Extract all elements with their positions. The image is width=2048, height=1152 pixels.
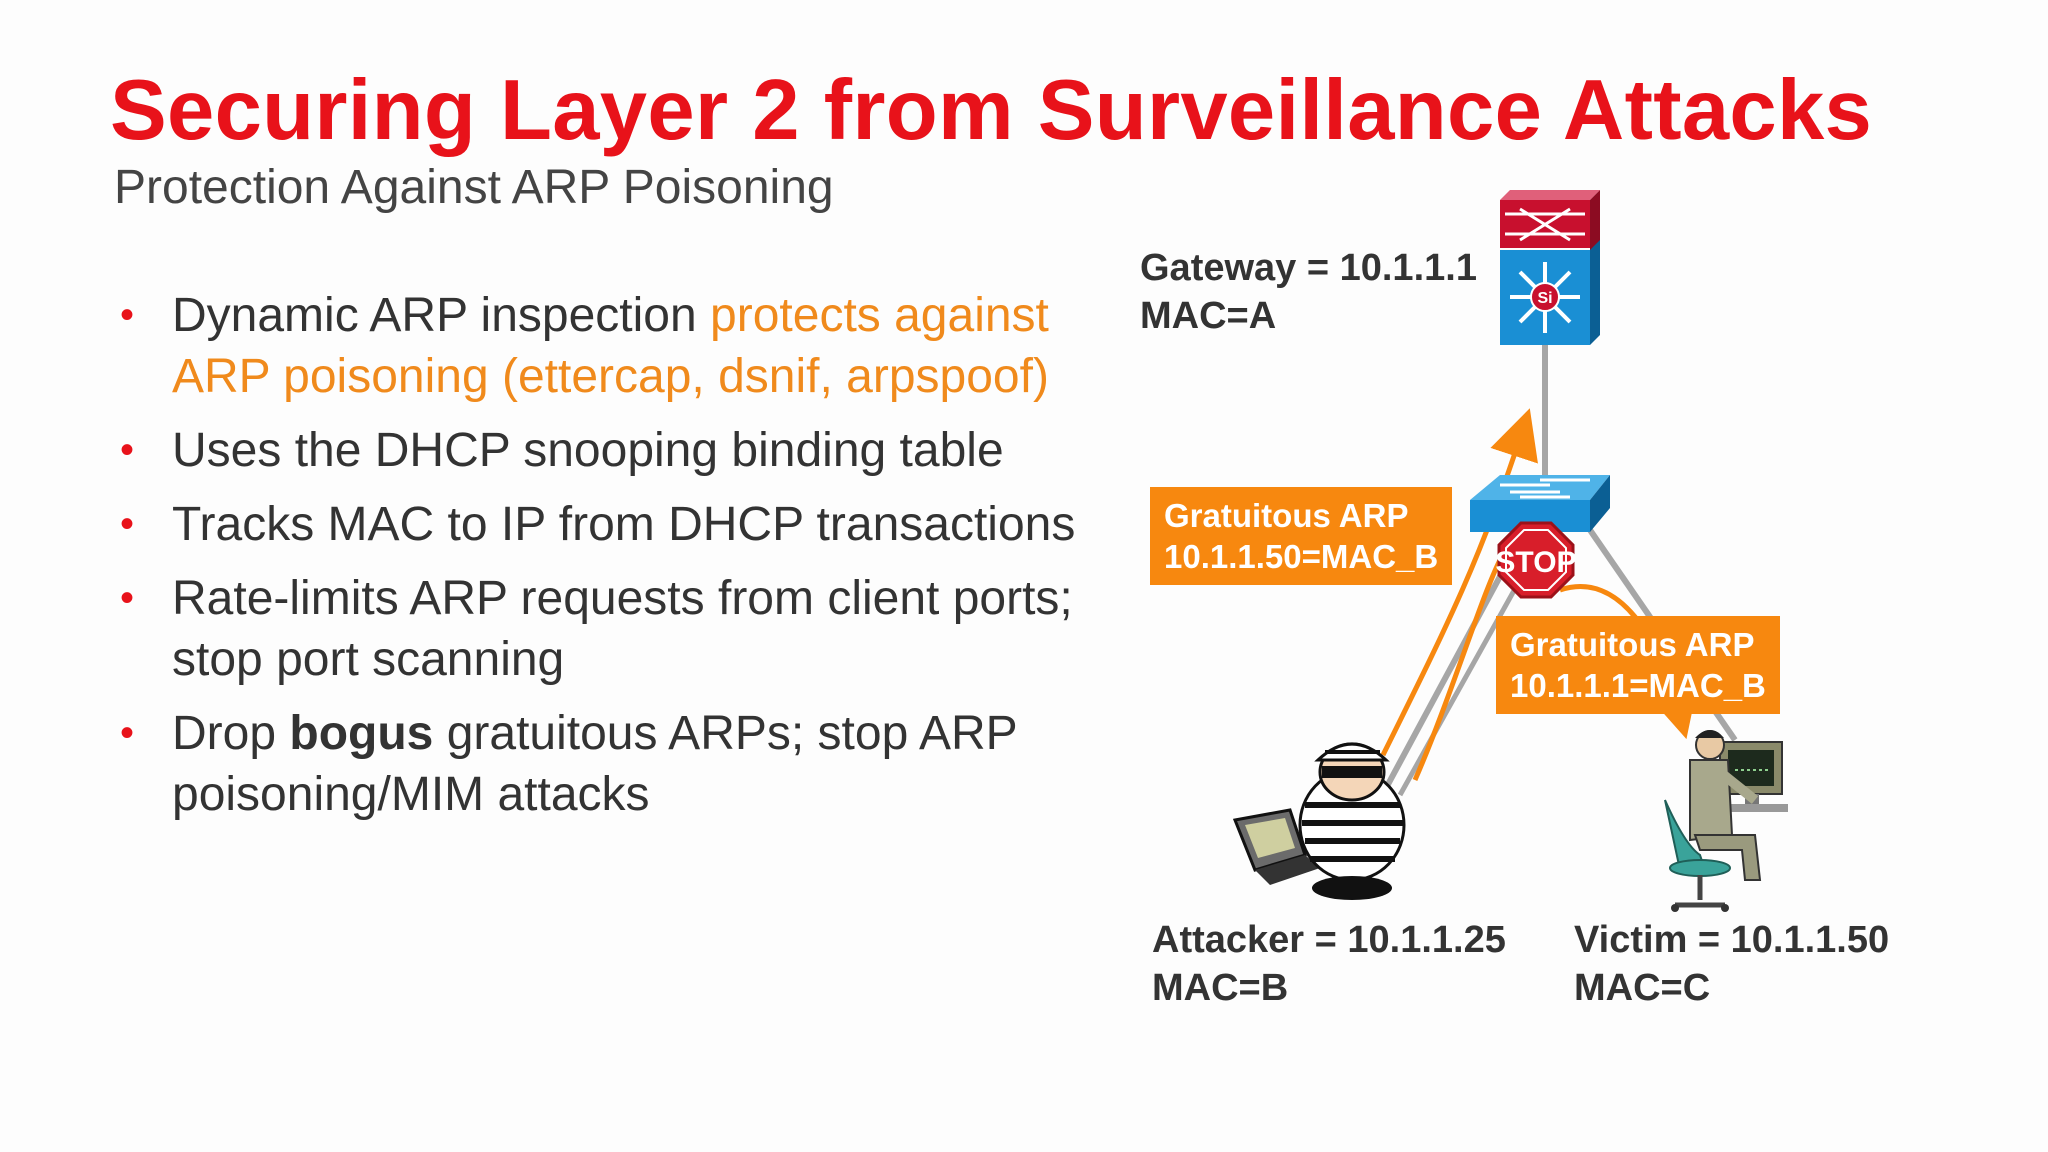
- bullet-text: Drop: [172, 707, 290, 760]
- bullet-highlight: protects against ARP poisoning (ettercap…: [172, 289, 1049, 403]
- victim-workstation-icon: [1664, 730, 1788, 912]
- attacker-ip: Attacker = 10.1.1.25: [1152, 919, 1506, 961]
- slide-title: Securing Layer 2 from Surveillance Attac…: [110, 63, 1873, 158]
- bullet-text: Dynamic ARP inspection: [172, 289, 711, 342]
- bullet-item: Tracks MAC to IP from DHCP transactions: [120, 494, 1100, 555]
- bullet-text: Tracks MAC to IP from DHCP transactions: [172, 498, 1076, 551]
- victim-label: Victim = 10.1.1.50 MAC=C: [1574, 916, 1889, 1012]
- gratuitous-arp-box-right: Gratuitous ARP 10.1.1.1=MAC_B: [1496, 616, 1780, 714]
- attacker-mac: MAC=B: [1152, 967, 1289, 1009]
- bullet-text: Rate-limits ARP requests from client por…: [172, 572, 1073, 686]
- bullet-list: Dynamic ARP inspection protects against …: [120, 285, 1100, 838]
- stop-sign-text: STOP: [1495, 546, 1576, 579]
- victim-ip: Victim = 10.1.1.50: [1574, 919, 1890, 961]
- victim-mac: MAC=C: [1574, 967, 1711, 1009]
- bullet-bold: bogus: [289, 707, 434, 760]
- attack-arrow-from-attacker: [1412, 558, 1503, 782]
- gateway-ip: Gateway = 10.1.1.1: [1140, 247, 1477, 289]
- bullet-item: Rate-limits ARP requests from client por…: [120, 568, 1100, 690]
- gateway-label: Gateway = 10.1.1.1 MAC=A: [1140, 244, 1477, 340]
- stop-sign-icon: STOP: [1495, 521, 1577, 599]
- bullet-text: Uses the DHCP snooping binding table: [172, 424, 1004, 477]
- attacker-label: Attacker = 10.1.1.25 MAC=B: [1152, 916, 1506, 1012]
- bullet-item: Drop bogus gratuitous ARPs; stop ARP poi…: [120, 703, 1100, 825]
- gateway-mac: MAC=A: [1140, 295, 1277, 337]
- router-badge: Si: [1537, 290, 1552, 307]
- arp-left-mapping: 10.1.1.50=MAC_B: [1164, 538, 1439, 575]
- arp-right-title: Gratuitous ARP: [1510, 626, 1755, 663]
- arp-left-title: Gratuitous ARP: [1164, 497, 1409, 534]
- workgroup-switch-icon: [1470, 475, 1610, 532]
- bullet-item: Uses the DHCP snooping binding table: [120, 420, 1100, 481]
- arp-right-mapping: 10.1.1.1=MAC_B: [1510, 667, 1766, 704]
- slide-subtitle: Protection Against ARP Poisoning: [114, 161, 834, 214]
- attacker-icon: [1232, 742, 1406, 900]
- bullet-text: gratuitous ARPs; stop ARP poisoning/MIM …: [172, 707, 1017, 821]
- gratuitous-arp-box-left: Gratuitous ARP 10.1.1.50=MAC_B: [1150, 487, 1453, 585]
- multilayer-switch-icon: Si: [1500, 190, 1600, 345]
- bullet-item: Dynamic ARP inspection protects against …: [120, 285, 1100, 407]
